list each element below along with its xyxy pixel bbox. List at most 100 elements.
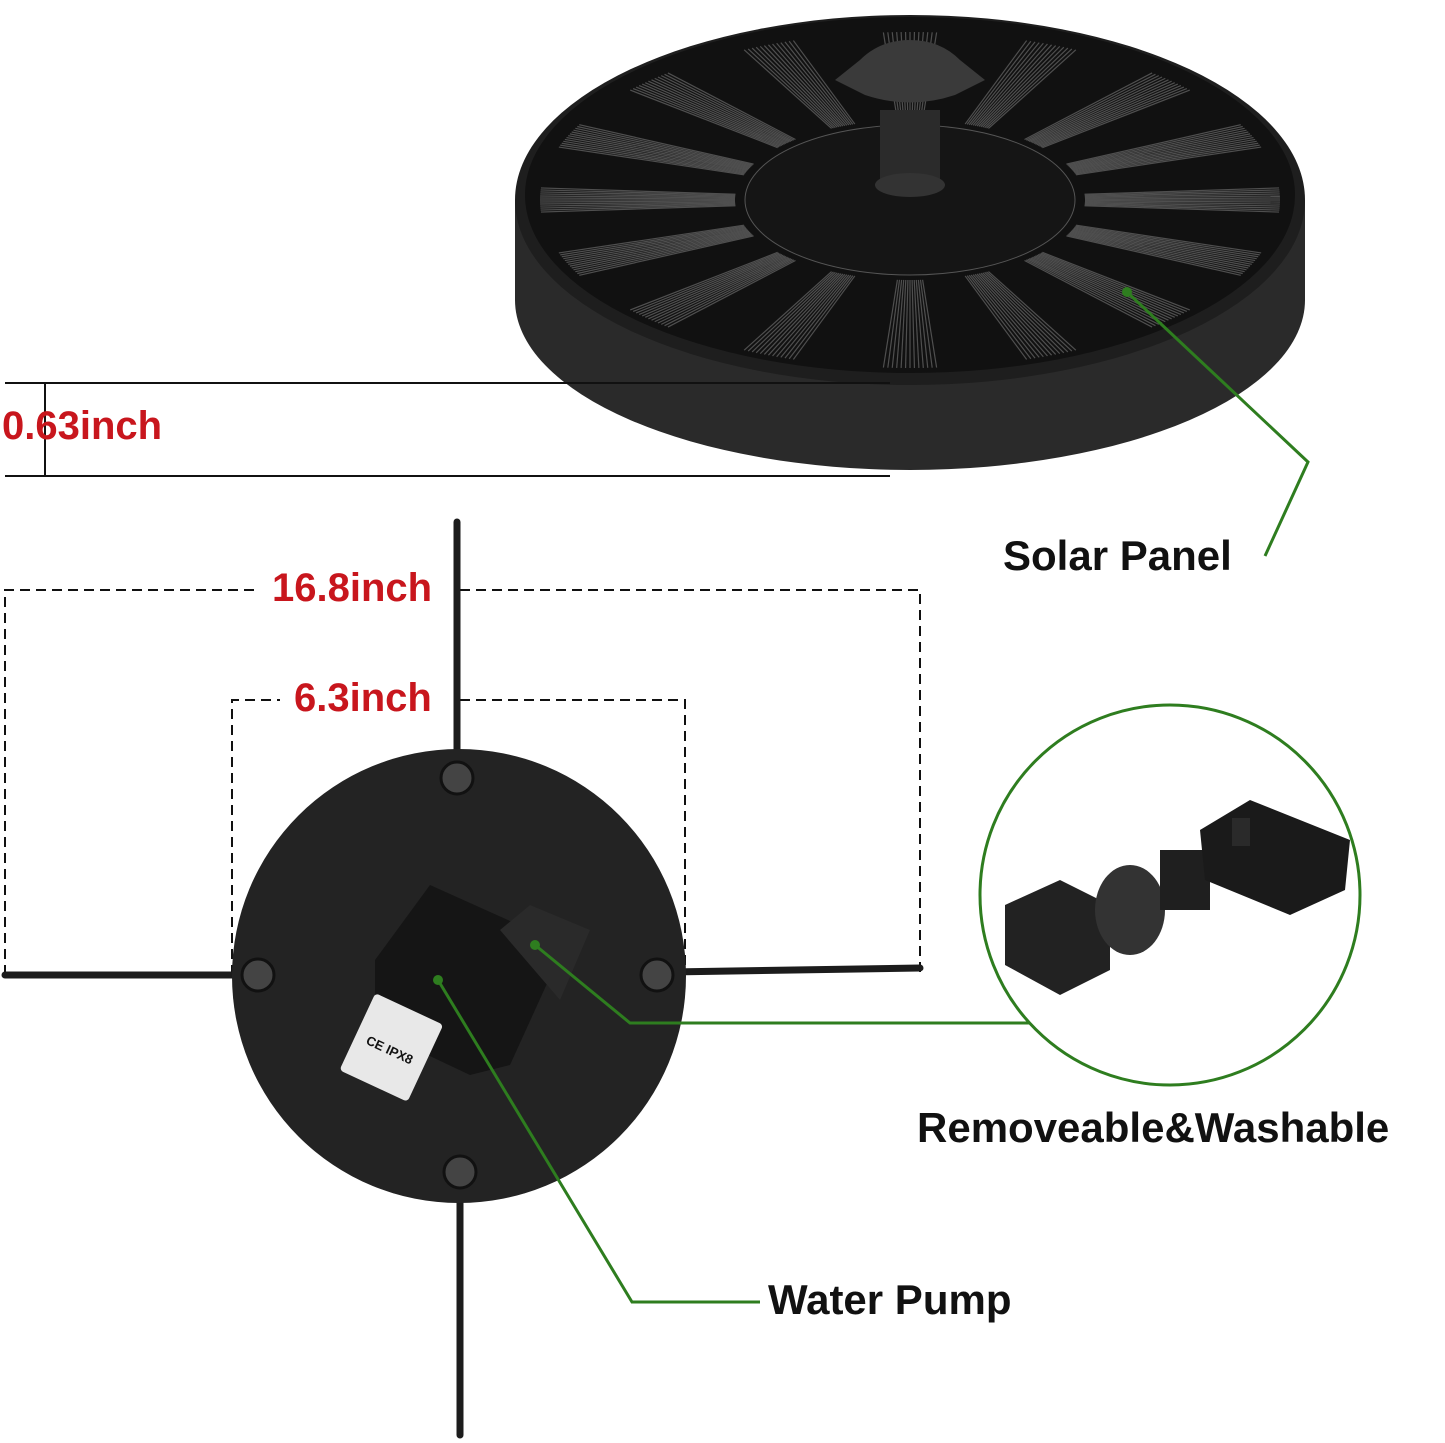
water-pump-callout: Water Pump [768, 1276, 1012, 1323]
solar-cell-line [988, 49, 1077, 129]
filter-callout: Removeable&Washable [917, 1104, 1390, 1151]
solar-cell-line [986, 48, 1073, 129]
solar-cell-line [1084, 203, 1280, 209]
solar-cell-line [560, 144, 745, 175]
solar-cell-line [747, 48, 834, 129]
solar-cell-line [747, 271, 834, 352]
solar-cell-line [1073, 140, 1257, 173]
solar-cell-line [784, 41, 852, 126]
solar-cell-line [1073, 138, 1256, 172]
solar-cell-line [913, 279, 920, 368]
solar-cell-line [974, 43, 1048, 127]
solar-cell-line [657, 76, 792, 142]
solar-cell-line [772, 43, 846, 127]
solar-cell-line [1042, 89, 1190, 149]
solar-cell-line [1069, 231, 1249, 269]
solar-cell-line [575, 127, 752, 167]
solar-cell-line [569, 133, 750, 170]
solar-cell-line [1040, 87, 1188, 148]
solar-cell-line [558, 224, 745, 254]
solar-cell-line [759, 45, 840, 128]
solar-cell-line [751, 271, 836, 353]
solar-cell-line [1084, 205, 1280, 213]
solar-cell-line [540, 187, 736, 195]
solar-cell-line [540, 193, 736, 198]
solar-cell-line [630, 89, 778, 149]
solar-cell-line [648, 256, 787, 320]
solar-cell-line [558, 146, 745, 176]
solar-cell-line [755, 46, 838, 128]
solar-cell-line [573, 232, 751, 271]
solar-cell-line [540, 195, 736, 199]
solar-cell-line [976, 273, 1053, 356]
solar-cell-line [970, 274, 1040, 358]
solar-cell-line [564, 138, 747, 172]
solar-cell-line [573, 129, 751, 168]
solar-cell-line [540, 197, 736, 200]
panel-diameter-label: 6.3inch [294, 676, 432, 720]
solar-cell-line [1040, 252, 1188, 313]
solar-cell-line [577, 125, 753, 166]
solar-cell-line [970, 42, 1040, 126]
solar-cell-line [882, 279, 899, 368]
solar-cell-line [887, 279, 901, 368]
solar-cell-line [560, 225, 745, 256]
solar-cell-line [1084, 204, 1280, 211]
solar-cell-line [904, 279, 909, 369]
solar-cell-line [654, 257, 790, 323]
solar-cell-line [1027, 258, 1160, 325]
solar-cell-line [1084, 195, 1280, 199]
solar-cell-line [900, 279, 907, 368]
solar-cell-line [986, 271, 1073, 352]
solar-cell-line [651, 79, 789, 144]
solar-cell-line [1066, 235, 1241, 276]
solar-cell-line [657, 258, 792, 324]
solar-cell-line [964, 275, 1028, 360]
solar-cell-line [648, 80, 787, 144]
solar-cell-line [1071, 230, 1252, 265]
solar-cell-line [772, 273, 846, 357]
solar-cell-line [1042, 251, 1190, 311]
solar-cell-line [978, 273, 1057, 355]
solar-cell-line [1036, 83, 1179, 146]
solar-cell-line [645, 255, 786, 318]
ground-stakes [1, 518, 924, 1439]
solar-cell-line [575, 233, 752, 273]
solar-cell-line [966, 40, 1032, 125]
solar-cell-line [788, 275, 854, 360]
product-label-sticker: CE IPX8 [340, 994, 443, 1101]
solar-cell-line [540, 202, 736, 207]
solar-cell-line [759, 272, 840, 355]
solar-cell-line [1039, 253, 1185, 314]
solar-cell-line [540, 200, 736, 203]
solar-cell-line [1084, 200, 1280, 203]
solar-cell-line [1025, 73, 1156, 141]
solar-cell-line [660, 75, 793, 142]
solar-cell-line [1068, 233, 1245, 273]
solar-cell-line [915, 279, 924, 368]
solar-cell-line [1037, 85, 1182, 147]
solar-cell-line [569, 230, 750, 267]
solar-cell-line [972, 274, 1044, 358]
solar-cell-line [1084, 197, 1280, 200]
solar-cell-line [976, 44, 1053, 127]
solar-cell-line [664, 259, 795, 327]
solar-cell-line [896, 279, 905, 368]
solar-cell-line [1069, 131, 1249, 169]
solar-cell-line [767, 273, 844, 356]
solar-cell-line [978, 45, 1057, 127]
solar-cell-line [641, 83, 784, 146]
solar-cell-line [984, 271, 1069, 353]
solar-cell-line [1075, 146, 1262, 176]
solar-cell-line [664, 73, 795, 141]
solar-cell-line [635, 253, 781, 314]
solar-cell-line [1030, 77, 1166, 143]
solar-cell-line [563, 227, 747, 260]
solar-cell-line [964, 40, 1028, 125]
solar-cell-line [1031, 79, 1169, 144]
solar-cell-line [891, 279, 903, 368]
solar-cell-line [1084, 202, 1280, 207]
solar-cell-line [566, 229, 748, 264]
solar-cell-line [767, 44, 844, 127]
